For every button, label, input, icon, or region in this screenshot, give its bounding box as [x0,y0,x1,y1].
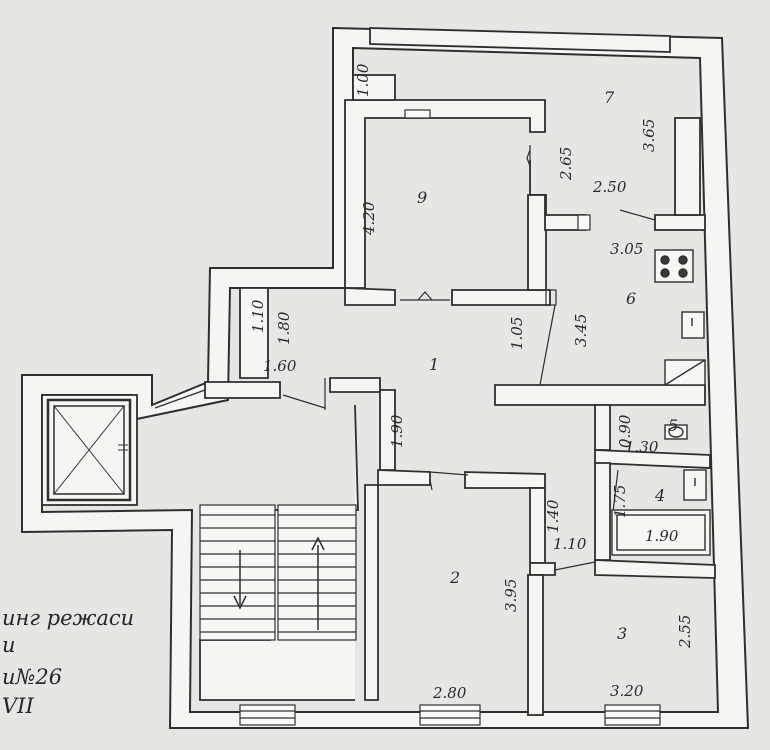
dim-label: 3.65 [640,119,658,152]
room-labels: 7 9 6 1 5 4 2 3 [417,88,678,643]
dim-label: 3.05 [610,240,643,258]
kitchen-sink [681,311,705,339]
room-number-4: 4 [654,486,665,505]
staircase [199,504,357,641]
room-number-7: 7 [604,88,615,107]
dim-label: 1.90 [388,414,406,448]
interior-walls [41,27,716,716]
dimension-labels: 2.50 3.05 1.60 1.30 1.10 1.90 2.80 3.20 … [249,63,694,702]
dim-label: 1.40 [544,499,562,533]
bath-sink [683,469,707,501]
dim-label: 4.20 [360,201,378,236]
room-number-6: 6 [626,289,636,308]
room-number-5: 5 [668,416,678,435]
dim-label: 3.95 [502,579,520,612]
dim-label: 0.90 [616,414,634,448]
dim-label: 1.60 [263,357,297,375]
kitchen-corner-unit [664,359,706,386]
elevator-shaft [46,398,132,502]
dim-label: 1.00 [354,63,372,97]
dim-label: 1.80 [275,311,293,345]
dim-label: 1.10 [249,299,267,333]
stove [654,249,694,283]
fixtures [611,249,711,556]
caption-line-3: u№26 [2,665,62,689]
windows [239,109,661,726]
dim-label: 1.75 [611,485,629,518]
dim-label: 1.30 [625,438,659,456]
plan-caption: инг режаси и u№26 VII [2,606,134,718]
dim-label: 3.45 [572,314,590,347]
dim-label: 3.20 [610,682,644,700]
bathtub [611,509,711,556]
dim-label: 2.80 [432,684,467,702]
dim-label: 2.55 [676,615,694,649]
room-number-9: 9 [417,188,427,207]
room-number-2: 2 [449,568,460,587]
dim-label: 1.05 [508,317,526,350]
dim-label: 2.50 [592,178,627,196]
dim-label: 1.90 [645,527,679,545]
dim-label: 2.65 [557,147,575,181]
caption-line-1: инг режаси [2,606,134,630]
dim-label: 1.10 [553,535,587,553]
room-number-3: 3 [617,624,627,643]
caption-line-2: и [2,633,16,657]
room-number-1: 1 [429,355,439,374]
caption-line-4: VII [2,694,34,718]
toilet [664,424,688,440]
